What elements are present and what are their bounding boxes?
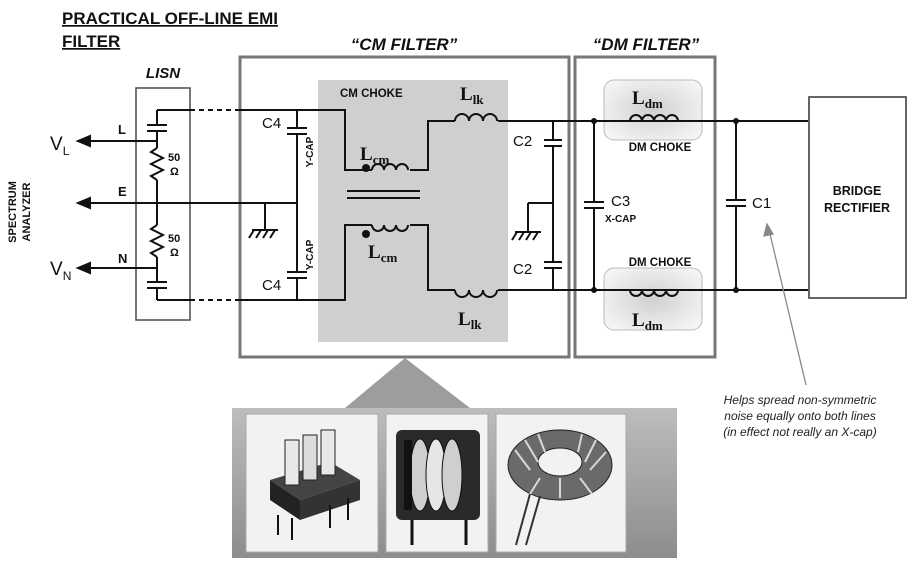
vl-label: VL [50, 134, 70, 158]
xcap-label: X-CAP [605, 214, 636, 225]
y-cap-capacitors [248, 110, 307, 300]
spectrum-label: SPECTRUM [7, 181, 19, 243]
bridge-label-1: BRIDGE [833, 184, 882, 198]
ycap-top-label: Y-CAP [305, 136, 316, 167]
title-line-1: PRACTICAL OFF-LINE EMI [62, 9, 278, 28]
ldm-bottom-label: Ldm [632, 310, 663, 333]
note-line-3: (in effect not really an X-cap) [723, 425, 876, 439]
dm-filter-box [573, 55, 717, 359]
cm-choke-windings [347, 113, 498, 298]
lisn-heading: LISN [146, 65, 181, 82]
dm-chokes [629, 114, 679, 297]
bridge-label-2: RECTIFIER [824, 201, 890, 215]
cm-filter-heading: “CM FILTER” [351, 35, 458, 54]
dm-choke-top-highlight [603, 79, 703, 141]
note-arrow [763, 222, 807, 386]
analyzer-arrows [75, 134, 265, 275]
llk-bottom-label: Llk [458, 309, 482, 332]
dashed-links [190, 109, 240, 301]
line-terminal-label: L [118, 122, 126, 137]
llk-top-label: Llk [460, 84, 484, 107]
cm-choke-shaded-region [318, 80, 508, 342]
note-line-1: Helps spread non-symmetric [724, 393, 877, 407]
vn-label: VN [50, 259, 71, 283]
c2-bottom-label: C2 [513, 261, 532, 278]
c3-capacitor [584, 121, 604, 290]
dm-choke-bottom-highlight [603, 267, 703, 331]
c1-label: C1 [752, 195, 771, 212]
lisn-r2-value: 50 [168, 233, 180, 245]
photo-callout-funnel [345, 358, 470, 408]
cm-choke-label: CM CHOKE [340, 88, 403, 100]
dm-choke-bottom-label: DM CHOKE [629, 257, 692, 269]
ycap-bottom-label: Y-CAP [305, 239, 316, 270]
c3-label: C3 [611, 193, 630, 210]
neutral-terminal-label: N [118, 251, 127, 266]
lisn-r1-unit: Ω [170, 166, 179, 178]
earth-terminal-label: E [118, 184, 127, 199]
circuit-wires [240, 109, 808, 301]
dm-choke-top-label: DM CHOKE [629, 142, 692, 154]
c1-capacitor [726, 121, 746, 290]
junction-top [591, 118, 597, 124]
c4-bottom-label: C4 [262, 277, 281, 294]
lisn-r2-unit: Ω [170, 247, 179, 259]
analyzer-label: ANALYZER [21, 183, 33, 242]
title-line-2: FILTER [62, 32, 120, 51]
note-line-2: noise equally onto both lines [724, 409, 875, 423]
cm-filter-box [238, 55, 571, 359]
junction-bottom [591, 287, 597, 293]
cm-dot-bottom [362, 230, 370, 238]
c2-capacitors [511, 121, 562, 290]
lcm-top-label: Lcm [360, 144, 389, 167]
bobbin-choke-image [270, 429, 360, 540]
lcm-bottom-label: Lcm [368, 242, 397, 265]
junction-c1-bottom [733, 287, 739, 293]
c4-top-label: C4 [262, 115, 281, 132]
lisn-circuit [147, 109, 190, 301]
toroid-choke-image [507, 429, 613, 546]
sectioned-choke-image [396, 430, 480, 545]
dm-filter-heading: “DM FILTER” [593, 35, 700, 54]
cm-dot-top [362, 164, 370, 172]
bridge-rectifier-box [808, 96, 907, 299]
junction-c1-top [733, 118, 739, 124]
ldm-top-label: Ldm [632, 88, 663, 111]
lisn-r1-value: 50 [168, 152, 180, 164]
c2-top-label: C2 [513, 133, 532, 150]
